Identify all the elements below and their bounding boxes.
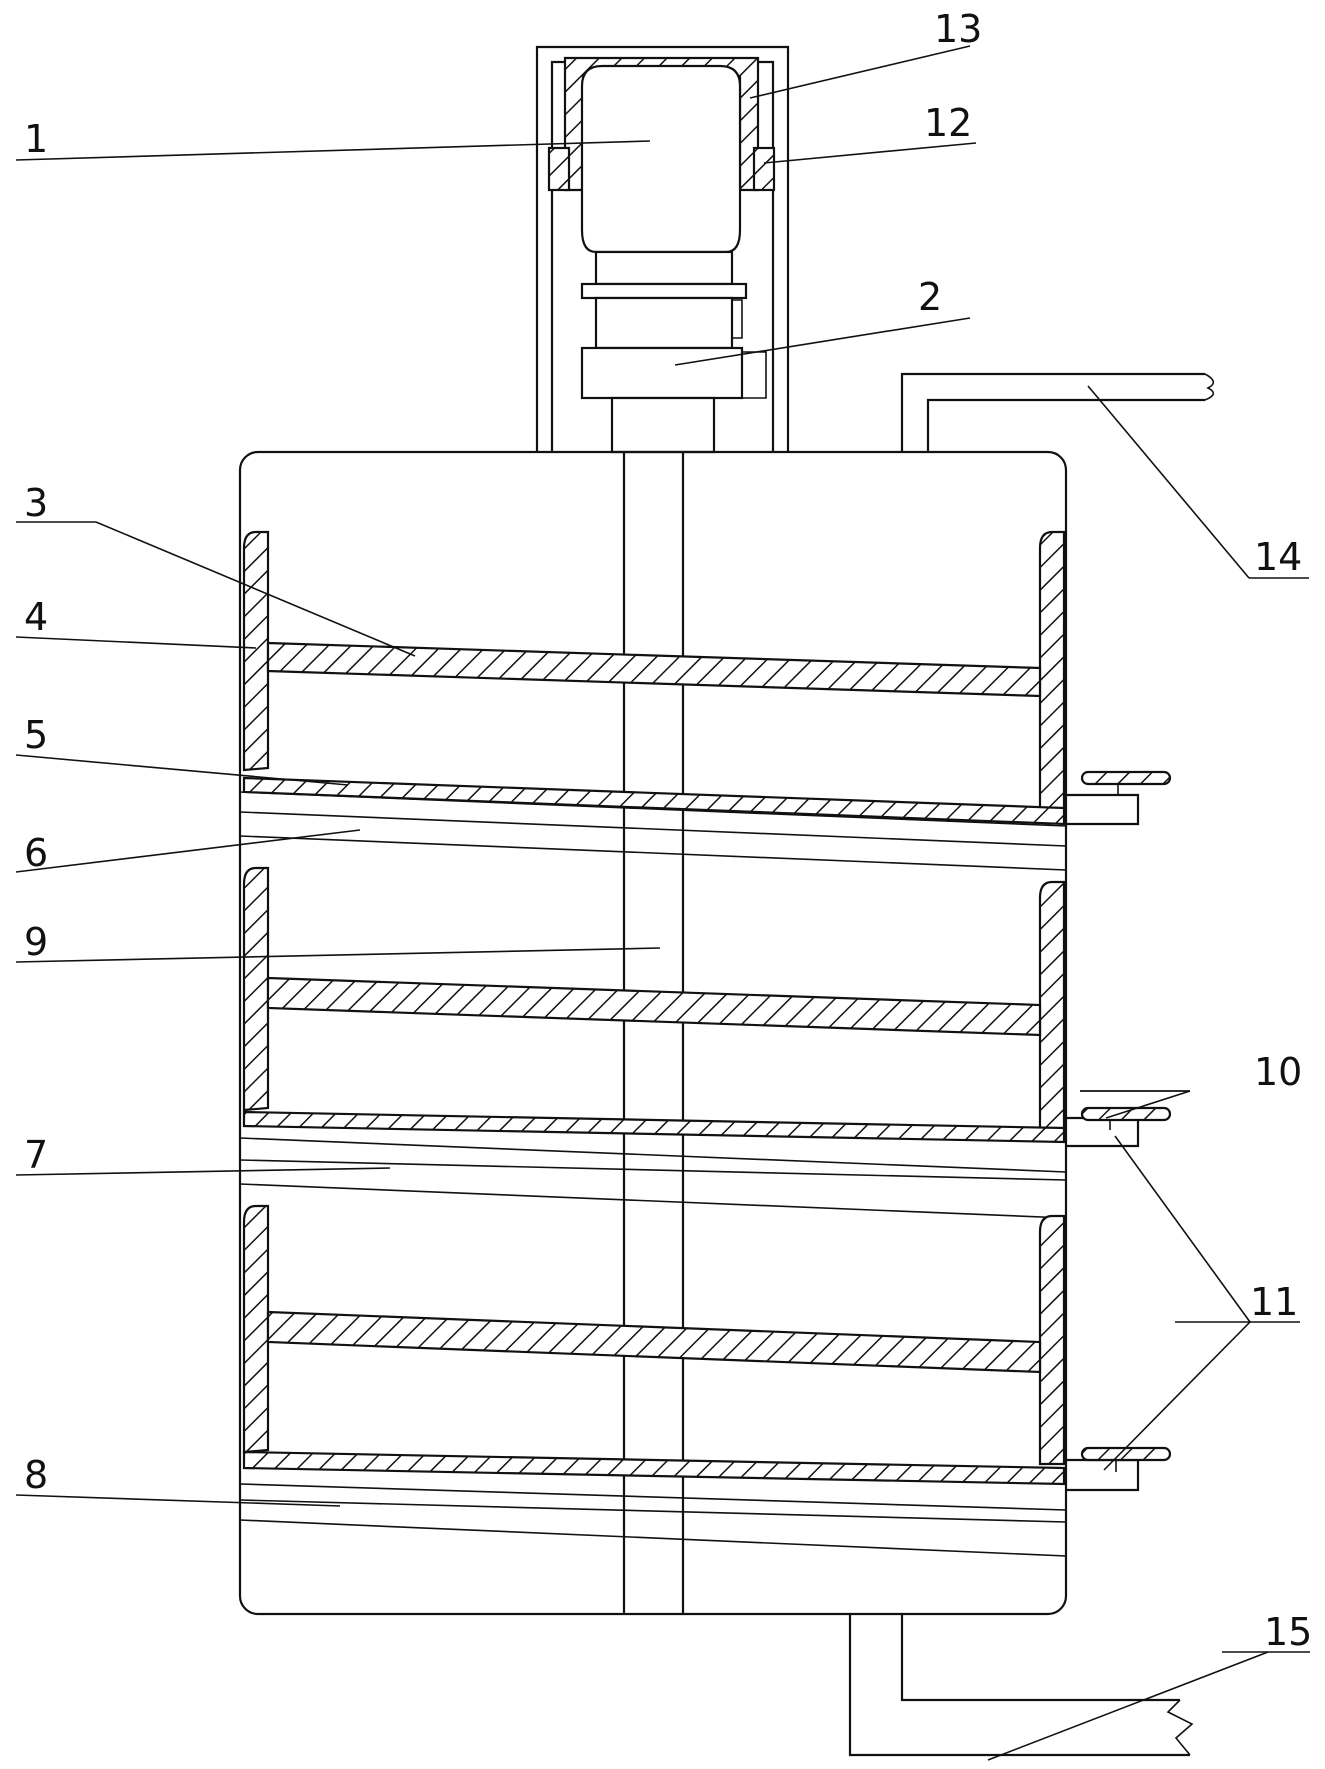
label-3: 3 <box>24 481 48 525</box>
screen-tier-2 <box>239 866 1172 1219</box>
label-8: 8 <box>24 1453 48 1497</box>
label-6: 6 <box>24 831 48 875</box>
label-7: 7 <box>24 1133 48 1177</box>
leader-lines <box>15 45 1310 1761</box>
reducer <box>580 346 767 454</box>
label-1: 1 <box>24 117 48 161</box>
motor <box>580 64 748 350</box>
label-12: 12 <box>924 101 972 145</box>
screen-tier-1 <box>239 530 1172 871</box>
label-10: 10 <box>1254 1050 1302 1094</box>
motor-cover <box>547 56 776 192</box>
outlet-pipe <box>848 1614 1194 1757</box>
label-5: 5 <box>24 713 48 757</box>
reference-numerals: 1 13 12 2 3 4 5 6 9 10 7 11 8 14 15 <box>24 7 1312 1654</box>
screen-tier-3 <box>239 1204 1172 1557</box>
central-shaft <box>622 452 685 1614</box>
inlet-pipe <box>900 372 1215 452</box>
label-11: 11 <box>1250 1280 1298 1324</box>
label-15: 15 <box>1264 1610 1312 1654</box>
label-13: 13 <box>934 7 982 51</box>
label-4: 4 <box>24 595 48 639</box>
label-9: 9 <box>24 920 48 964</box>
label-2: 2 <box>918 275 942 319</box>
tank-body <box>238 450 1068 1616</box>
label-14: 14 <box>1254 535 1302 579</box>
